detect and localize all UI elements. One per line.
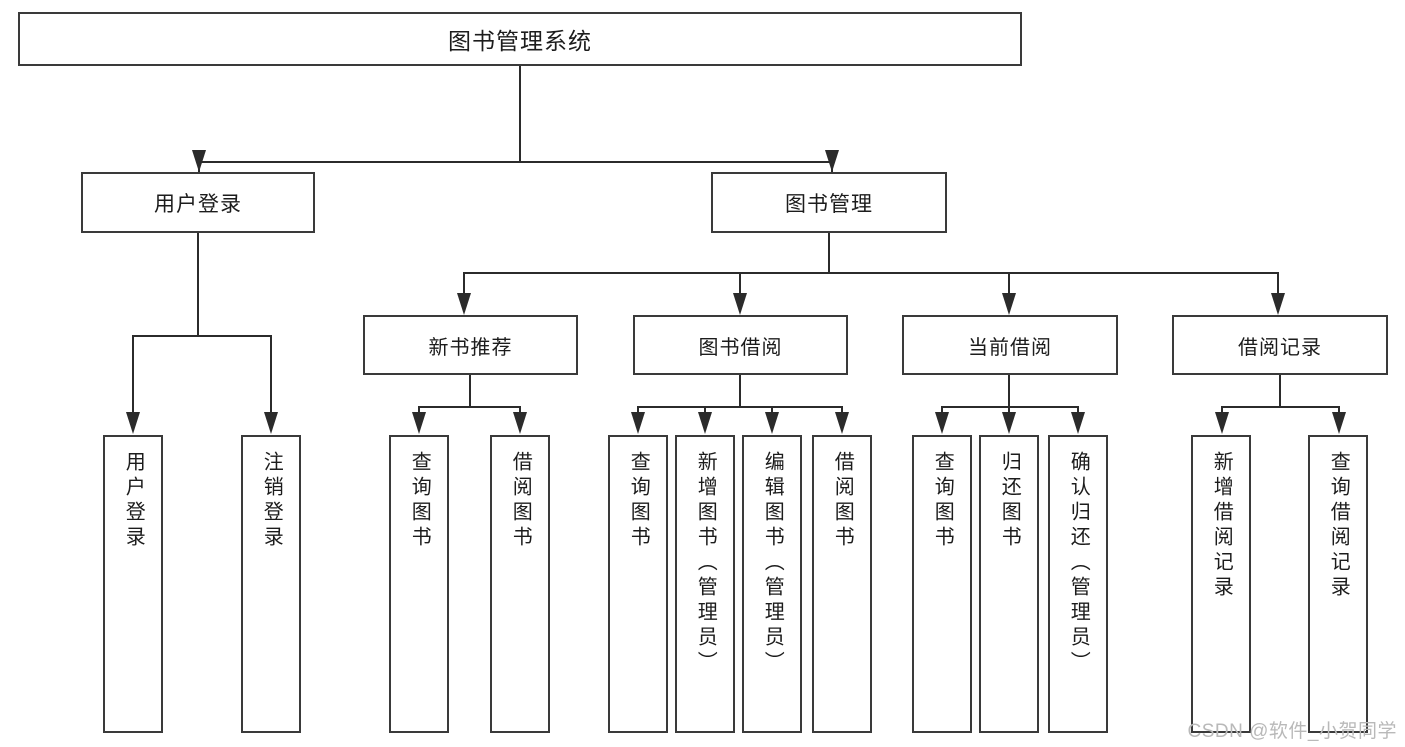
arrowhead-leaf-borrow-book-2 (835, 412, 849, 434)
leaf-logout-login[interactable]: 注销登录 (241, 435, 301, 733)
connector-borrow-record-trunk (1279, 375, 1281, 407)
connector-to-book-borrow (739, 272, 741, 297)
arrowhead-leaf-query-book-1 (412, 412, 426, 434)
connector-to-new-book-recommend (463, 272, 465, 297)
connector-current-borrow-trunk (1008, 375, 1010, 407)
connector-level2-bar (199, 161, 833, 163)
node-book-borrow[interactable]: 图书借阅 (633, 315, 848, 375)
arrowhead-borrow-record (1271, 293, 1285, 315)
arrowhead-current-borrow (1002, 293, 1016, 315)
arrowhead-book-borrow (733, 293, 747, 315)
connector-new-book-trunk (469, 375, 471, 407)
arrowhead-leaf-add-record (1215, 412, 1229, 434)
leaf-query-book-borrow[interactable]: 查询图书 (608, 435, 668, 733)
arrowhead-leaf-confirm-return (1071, 412, 1085, 434)
node-borrow-record[interactable]: 借阅记录 (1172, 315, 1388, 375)
leaf-borrow-book-borrow[interactable]: 借阅图书 (812, 435, 872, 733)
leaf-add-book-admin[interactable]: 新增图书（管理员） (675, 435, 735, 733)
connector-user-login-leaf2 (270, 335, 272, 415)
leaf-label: 归还图书 (998, 451, 1021, 551)
connector-book-borrow-trunk (739, 375, 741, 407)
connector-new-book-bar (418, 406, 521, 408)
leaf-label: 新增图书（管理员） (694, 451, 717, 676)
arrowhead-user-login (192, 150, 206, 172)
leaf-query-book-new-recommend[interactable]: 查询图书 (389, 435, 449, 733)
arrowhead-leaf-add-book (698, 412, 712, 434)
connector-borrow-record-bar (1221, 406, 1339, 408)
node-label: 图书借阅 (698, 336, 783, 359)
connector-root-trunk (519, 66, 521, 162)
connector-level3-bar (463, 272, 1279, 274)
leaf-label: 确认归还（管理员） (1067, 451, 1090, 676)
node-book-management[interactable]: 图书管理 (711, 172, 947, 233)
arrowhead-leaf-query-record (1332, 412, 1346, 434)
arrowhead-new-book-recommend (457, 293, 471, 315)
leaf-add-borrow-record[interactable]: 新增借阅记录 (1191, 435, 1251, 733)
node-label: 图书管理 (785, 192, 873, 216)
node-root-book-management-system[interactable]: 图书管理系统 (18, 12, 1022, 66)
node-label: 图书管理系统 (448, 28, 592, 54)
leaf-label: 查询借阅记录 (1327, 451, 1350, 601)
leaf-label: 编辑图书（管理员） (761, 451, 784, 676)
arrowhead-leaf-edit-book (765, 412, 779, 434)
node-label: 用户登录 (154, 192, 242, 216)
arrowhead-leaf-borrow-book-1 (513, 412, 527, 434)
leaf-label: 查询图书 (931, 451, 954, 551)
leaf-return-book[interactable]: 归还图书 (979, 435, 1039, 733)
leaf-label: 新增借阅记录 (1210, 451, 1233, 601)
leaf-edit-book-admin[interactable]: 编辑图书（管理员） (742, 435, 802, 733)
arrowhead-leaf-query-book-3 (935, 412, 949, 434)
leaf-user-login[interactable]: 用户登录 (103, 435, 163, 733)
connector-user-login-bar (133, 335, 272, 337)
node-label: 新书推荐 (428, 336, 513, 359)
connector-book-manage-trunk (828, 233, 830, 273)
node-new-book-recommend[interactable]: 新书推荐 (363, 315, 578, 375)
leaf-label: 查询图书 (408, 451, 431, 551)
arrowhead-book-manage (825, 150, 839, 172)
arrowhead-leaf-return-book (1002, 412, 1016, 434)
leaf-query-book-current[interactable]: 查询图书 (912, 435, 972, 733)
leaf-confirm-return-admin[interactable]: 确认归还（管理员） (1048, 435, 1108, 733)
node-label: 借阅记录 (1238, 336, 1322, 359)
leaf-label: 查询图书 (627, 451, 650, 551)
node-label: 当前借阅 (968, 336, 1052, 359)
leaf-label: 注销登录 (260, 451, 283, 551)
leaf-query-borrow-record[interactable]: 查询借阅记录 (1308, 435, 1368, 733)
leaf-label: 用户登录 (122, 451, 145, 551)
leaf-borrow-book-new-recommend[interactable]: 借阅图书 (490, 435, 550, 733)
connector-book-borrow-bar (637, 406, 842, 408)
connector-user-login-trunk (197, 233, 199, 336)
arrowhead-leaf-logout-login (264, 412, 278, 434)
connector-to-current-borrow (1008, 272, 1010, 297)
arrowhead-leaf-query-book-2 (631, 412, 645, 434)
node-user-login[interactable]: 用户登录 (81, 172, 315, 233)
arrowhead-leaf-user-login (126, 412, 140, 434)
connector-to-borrow-record (1277, 272, 1279, 297)
leaf-label: 借阅图书 (509, 451, 532, 551)
node-current-borrow[interactable]: 当前借阅 (902, 315, 1118, 375)
connector-user-login-leaf1 (132, 335, 134, 415)
leaf-label: 借阅图书 (831, 451, 854, 551)
